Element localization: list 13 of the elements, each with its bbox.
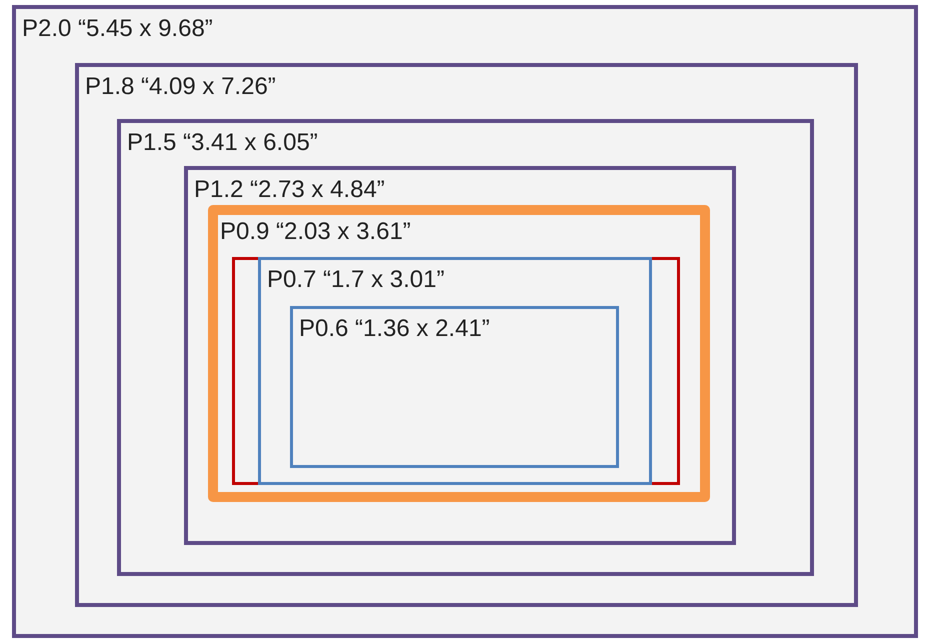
- size-label: P0.9 “2.03 x 3.61”: [220, 220, 411, 244]
- size-label: P0.6 “1.36 x 2.41”: [299, 317, 490, 341]
- size-label: P2.0 “5.45 x 9.68”: [22, 17, 213, 41]
- size-label: P1.2 “2.73 x 4.84”: [194, 178, 385, 202]
- size-frame: [75, 63, 858, 607]
- size-frame: [290, 306, 619, 468]
- size-frame: [117, 119, 814, 576]
- size-frame: [12, 5, 918, 638]
- size-label: P0.7 “1.7 x 3.01”: [267, 268, 444, 292]
- size-frame: [184, 166, 736, 545]
- size-label: P1.5 “3.41 x 6.05”: [127, 131, 318, 155]
- size-label: P1.8 “4.09 x 7.26”: [85, 75, 276, 99]
- size-frame: [208, 205, 710, 502]
